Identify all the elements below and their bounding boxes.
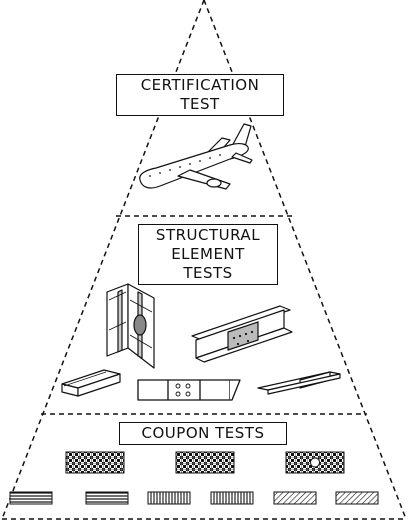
aircraft-windows bbox=[149, 154, 221, 177]
structural-label-line-2: ELEMENT bbox=[171, 245, 245, 263]
structural-label-line-3: TESTS bbox=[183, 264, 233, 282]
certification-test-label: CERTIFICATION TEST bbox=[116, 74, 284, 116]
certification-label-line-1: CERTIFICATION bbox=[140, 76, 260, 94]
structural-label-line-1: STRUCTURAL bbox=[155, 226, 261, 244]
forty-five-degree-coupon bbox=[273, 491, 317, 505]
laminate-coupons-row bbox=[9, 491, 379, 505]
structural-element-tests-label: STRUCTURAL ELEMENT TESTS bbox=[138, 224, 278, 285]
lap-joint-specimen-illustration bbox=[137, 379, 241, 401]
angle-section-illustration bbox=[257, 371, 341, 395]
ninety-degree-coupon bbox=[147, 491, 191, 505]
coupon-label-line-1: COUPON TESTS bbox=[141, 424, 265, 442]
aircraft-stabilizer bbox=[231, 152, 253, 164]
aircraft-near-wing bbox=[177, 169, 231, 190]
i-beam-splice-illustration bbox=[191, 305, 293, 363]
open-hole bbox=[310, 457, 320, 468]
aircraft-fuselage bbox=[139, 143, 249, 189]
woven-coupon bbox=[65, 451, 125, 474]
forty-five-degree-coupon bbox=[335, 491, 379, 505]
zero-degree-coupon bbox=[85, 491, 129, 505]
zero-degree-coupon bbox=[9, 491, 53, 505]
ninety-degree-coupon bbox=[210, 491, 254, 505]
coupon-tests-label: COUPON TESTS bbox=[119, 422, 287, 445]
aircraft-illustration bbox=[139, 123, 253, 190]
aircraft-engine bbox=[206, 178, 222, 188]
woven-coupons-row bbox=[65, 451, 345, 474]
stiffened-panel-illustration bbox=[106, 283, 155, 369]
channel-section-illustration bbox=[61, 369, 121, 397]
woven-coupon bbox=[175, 451, 235, 474]
certification-label-line-2: TEST bbox=[180, 95, 220, 113]
